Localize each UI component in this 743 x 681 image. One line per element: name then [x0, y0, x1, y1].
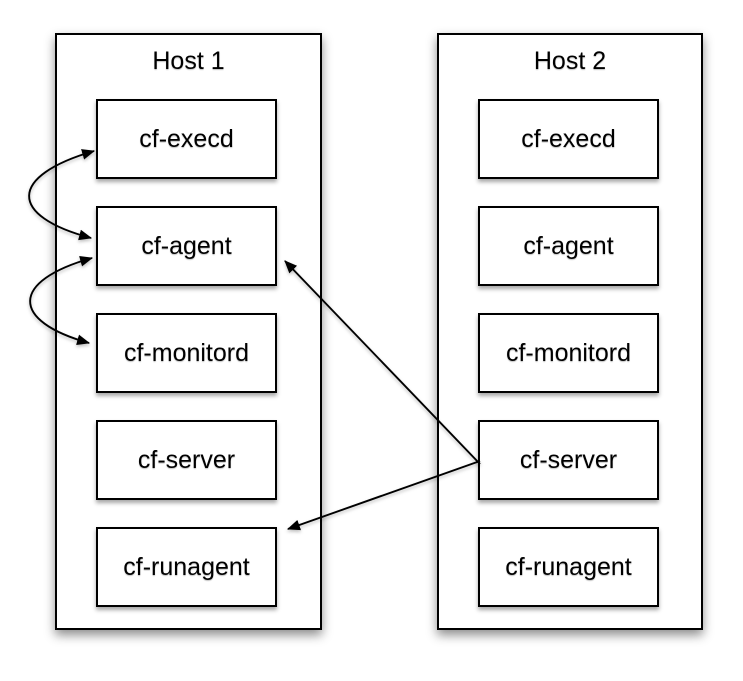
host1-component-cf-agent: cf-agent	[96, 206, 277, 286]
host1-component-cf-runagent: cf-runagent	[96, 527, 277, 607]
host1-component-cf-execd: cf-execd	[96, 99, 277, 179]
host2-component-cf-monitord: cf-monitord	[478, 313, 659, 393]
host2-box: Host 2 cf-execd cf-agent cf-monitord cf-…	[437, 33, 703, 630]
host1-component-cf-server: cf-server	[96, 420, 277, 500]
host1-title: Host 1	[152, 47, 225, 75]
host1-component-cf-monitord: cf-monitord	[96, 313, 277, 393]
host2-title: Host 2	[533, 47, 607, 75]
host2-component-cf-runagent: cf-runagent	[478, 527, 659, 607]
host1-box: Host 1 cf-execd cf-agent cf-monitord cf-…	[55, 33, 322, 630]
host2-component-cf-execd: cf-execd	[478, 99, 659, 179]
host2-component-cf-server: cf-server	[478, 420, 659, 500]
host2-component-cf-agent: cf-agent	[478, 206, 659, 286]
